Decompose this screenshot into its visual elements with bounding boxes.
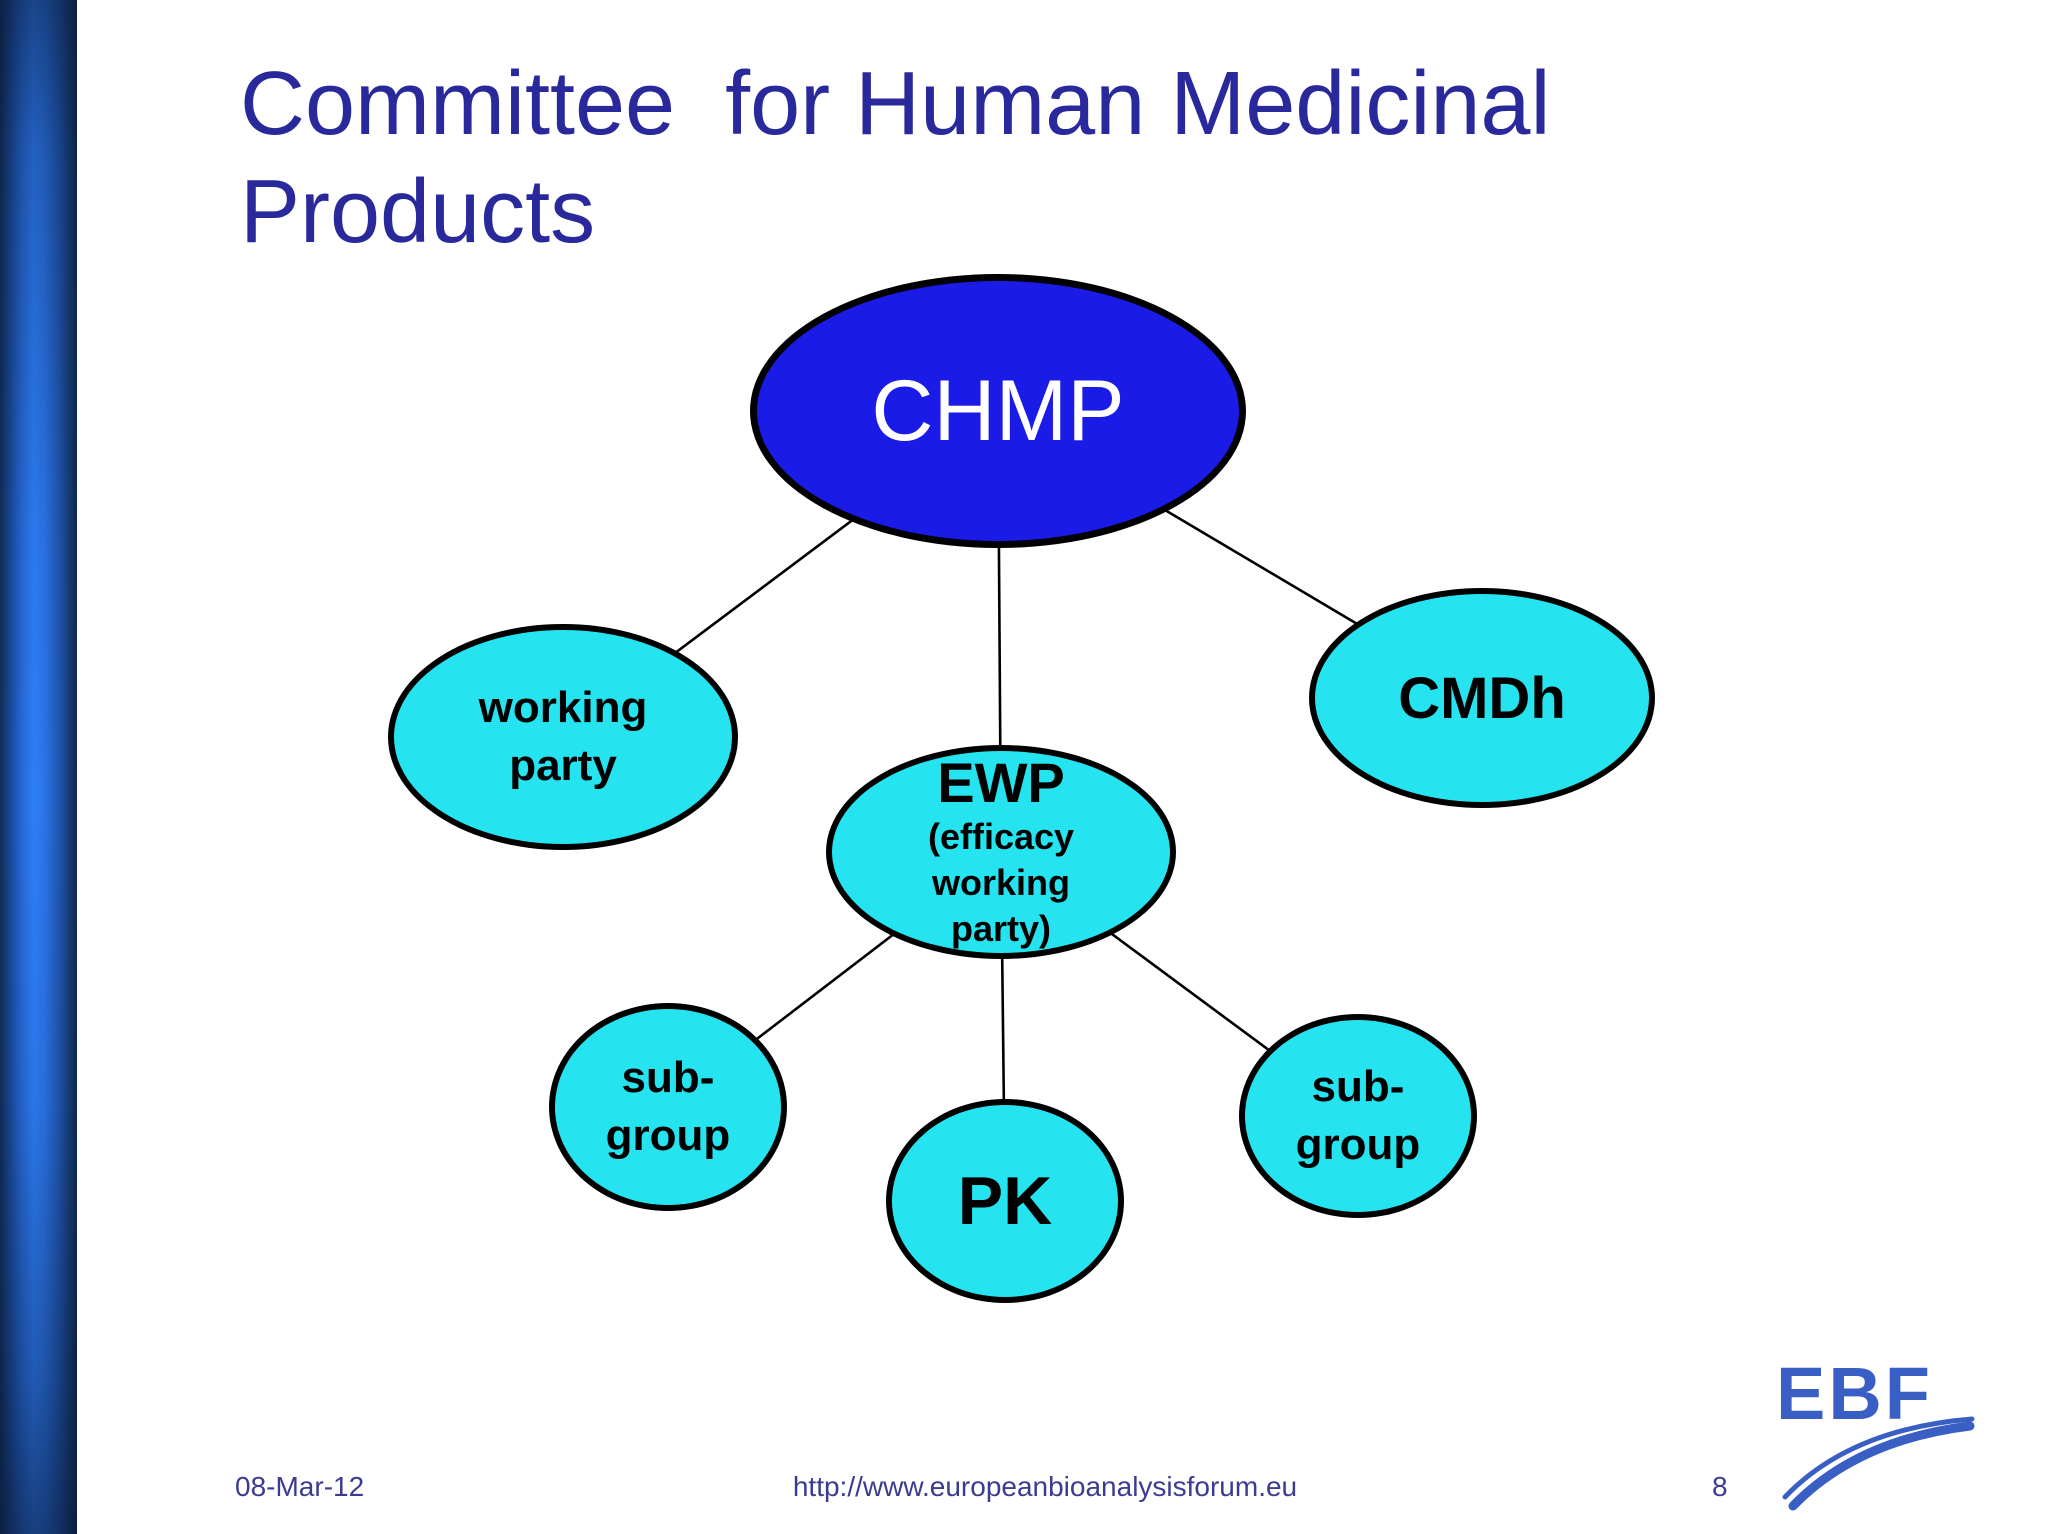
page-number: 8 xyxy=(1712,1471,1728,1502)
ebf-logo-text: EBF xyxy=(1776,1352,1933,1435)
page-title: Committee for Human Medicinal Products xyxy=(240,54,1576,262)
node-label-cmdh: CMDh xyxy=(1398,665,1566,731)
diagram-node-subgroup-left: sub- group xyxy=(549,1003,787,1211)
node-label-chmp: CHMP xyxy=(871,362,1125,459)
left-accent-bar xyxy=(0,0,77,1534)
node-label-working-party: working party xyxy=(478,682,648,790)
diagram-node-subgroup-right: sub- group xyxy=(1239,1014,1477,1218)
node-label-subgroup-left: sub- group xyxy=(605,1052,731,1160)
node-label-subgroup-right: sub- group xyxy=(1295,1061,1421,1169)
footer-url: http://www.europeanbioanalysisforum.eu xyxy=(792,1471,1298,1502)
diagram-node-chmp: CHMP xyxy=(750,274,1246,548)
footer-date: 08-Mar-12 xyxy=(235,1471,365,1502)
node-sublabel-ewp: (efficacy working party) xyxy=(927,815,1075,949)
diagram-node-pk: PK xyxy=(886,1099,1124,1303)
ebf-logo: EBF xyxy=(1760,1352,1995,1525)
diagram-node-working-party: working party xyxy=(388,624,738,850)
node-label-ewp: EWP xyxy=(937,751,1065,815)
ebf-swoosh-icon xyxy=(1782,1416,1975,1511)
diagram-node-ewp: EWP (efficacy working party) xyxy=(826,745,1176,959)
diagram-node-cmdh: CMDh xyxy=(1309,588,1655,808)
node-label-pk: PK xyxy=(957,1163,1053,1239)
